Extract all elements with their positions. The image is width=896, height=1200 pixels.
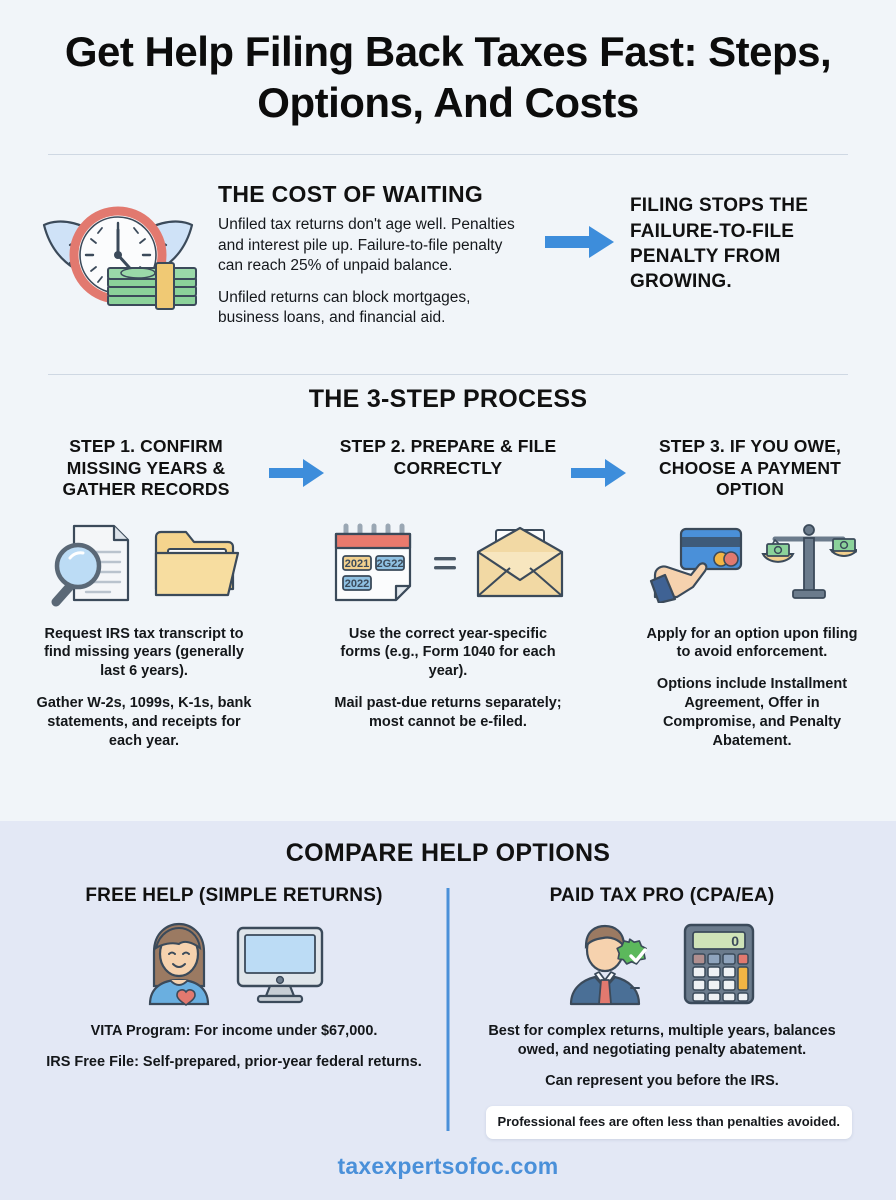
step-2-column: 2021 2G22 2022 [324,515,572,751]
envelope-letter-icon [476,526,564,597]
page-title: Get Help Filing Back Taxes Fast: Steps, … [64,28,832,127]
cost-paragraph-2: Unfiled returns can block mortgages, bus… [218,288,471,327]
step-2-point-1: Use the correct year-specific forms (e.g… [340,625,556,680]
step-bodies-row: Request IRS tax transcript to find missi… [12,501,884,751]
arrow-right-icon [545,226,614,259]
step-1-point-1: Request IRS tax transcript to find missi… [44,625,244,680]
compare-paid-pro-column: PAID TAX PRO (CPA/EA) [448,884,876,1139]
svg-text:2021: 2021 [345,558,369,570]
calculator-icon: 0 [683,923,755,1005]
svg-text:2G22: 2G22 [377,558,404,570]
paid-pro-title: PAID TAX PRO (CPA/EA) [549,885,775,907]
arrow-right-icon [571,459,626,488]
title-divider [48,154,848,156]
magnifier-document-icon [51,524,130,606]
website-link[interactable]: taxexpertsofoc.com [337,1153,559,1179]
free-help-point-1: VITA Program: For income under $67,000. [90,1022,378,1039]
free-help-icons [38,918,430,1010]
step-3-column: Apply for an option upon filing to avoid… [634,515,870,751]
winged-clock-money-icon [30,177,206,338]
svg-text:2022: 2022 [345,578,369,590]
compare-vertical-divider [446,888,450,1131]
svg-text:0: 0 [731,933,739,949]
cost-paragraph-1: Unfiled tax returns don't age well. Pena… [218,216,515,275]
title-section: Get Help Filing Back Taxes Fast: Steps, … [0,0,896,142]
paid-pro-point-2: Can represent you before the IRS. [545,1072,779,1089]
process-heading: THE 3-STEP PROCESS [308,385,588,414]
step-headings-row: STEP 1. CONFIRM MISSING YEARS & GATHER R… [12,436,884,500]
compare-heading: COMPARE HELP OPTIONS [285,839,611,868]
step-3-point-2: Options include Installment Agreement, O… [656,676,848,749]
step-3-icons [640,515,864,611]
calendar-years-icon: 2021 2G22 2022 [334,523,412,601]
paid-pro-note-row: Professional fees are often less than pe… [466,1102,858,1139]
compare-columns: FREE HELP (SIMPLE RETURNS) [20,884,876,1139]
cost-arrow-wrap [538,177,622,259]
free-help-title: FREE HELP (SIMPLE RETURNS) [85,885,383,907]
step-2-icons: 2021 2G22 2022 [330,515,566,611]
paid-pro-icons: 0 [466,918,858,1010]
balance-scale-money-icon [761,523,857,599]
free-help-point-2: IRS Free File: Self-prepared, prior-year… [46,1053,422,1070]
paid-pro-note: Professional fees are often less than pe… [485,1106,852,1139]
cost-callout: FILING STOPS THE FAILURE-TO-FILE PENALTY… [630,195,809,292]
footer: taxexpertsofoc.com [0,1139,896,1200]
cost-heading: THE COST OF WAITING [218,181,484,208]
folder-icon [154,530,240,596]
compare-free-help-column: FREE HELP (SIMPLE RETURNS) [20,884,448,1139]
step-arrow-2-wrap [568,436,630,488]
step-1-icons [32,515,256,611]
cost-text-block: THE COST OF WAITING Unfiled tax returns … [214,177,530,328]
volunteer-person-icon [148,922,210,1006]
step-1-column: Request IRS tax transcript to find missi… [26,515,262,751]
step-2-point-2: Mail past-due returns separately; most c… [334,695,562,730]
equals-icon [434,556,456,569]
cost-divider [48,374,848,376]
step-arrow-1-wrap [266,436,328,488]
process-section: THE 3-STEP PROCESS STEP 1. CONFIRM MISSI… [0,375,896,762]
cost-of-waiting-section: THE COST OF WAITING Unfiled tax returns … [0,155,896,362]
step-gap-2 [572,515,634,751]
arrow-right-icon [269,459,324,488]
step-2-title: STEP 2. PREPARE & FILE CORRECTLY [339,436,557,478]
step-1-title: STEP 1. CONFIRM MISSING YEARS & GATHER R… [62,436,230,500]
step-3-title: STEP 3. IF YOU OWE, CHOOSE A PAYMENT OPT… [658,436,842,500]
desktop-monitor-icon [236,926,324,1003]
tax-professional-badge-icon [569,924,647,1005]
hand-credit-card-icon [649,527,743,603]
paid-pro-point-1: Best for complex returns, multiple years… [488,1022,836,1058]
compare-section: COMPARE HELP OPTIONS FREE HELP (SIMPLE R… [0,821,896,1139]
step-3-point-1: Apply for an option upon filing to avoid… [646,625,858,661]
step-1-point-2: Gather W-2s, 1099s, K-1s, bank statement… [36,695,252,749]
step-gap-1 [262,515,324,751]
